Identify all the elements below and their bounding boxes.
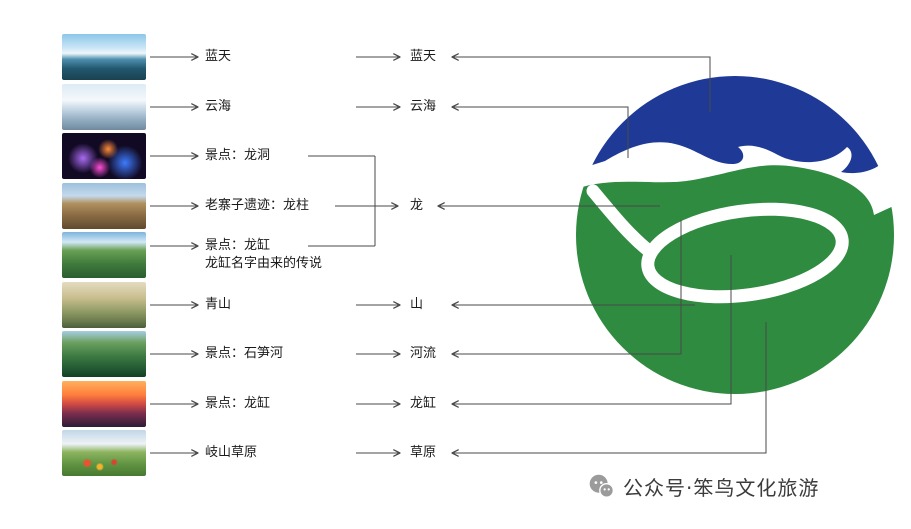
photo-shisun-river <box>62 331 146 377</box>
wechat-account-label: 公众号·笨鸟文化旅游 <box>623 476 820 500</box>
logo-element-blue-sky: 蓝天 <box>410 49 437 64</box>
caption-longgang-legend-note: 龙缸名字由来的传说 <box>205 256 323 271</box>
logo-green-dragon-body <box>576 165 894 394</box>
photo-dragon-cave <box>62 133 146 179</box>
photo-blue-sky-lake <box>62 34 146 80</box>
photo-old-stockade-ruins <box>62 183 146 229</box>
photo-longgang-sunset <box>62 381 146 427</box>
caption-longgang-spot-2: 景点：龙缸 <box>205 396 271 411</box>
caption-longgang-spot-line: 景点：龙缸 <box>205 238 271 253</box>
logo-element-dragon: 龙 <box>410 198 424 213</box>
logo-element-grassland: 草原 <box>410 445 437 460</box>
dragon-circle-logo <box>576 76 894 394</box>
caption-shisun-river-spot: 景点：石笋河 <box>205 346 284 361</box>
caption-qishan-grassland: 岐山草原 <box>205 445 258 460</box>
caption-longgang-spot: 景点：龙缸 龙缸名字由来的传说 <box>205 237 322 273</box>
caption-dragon-cave-spot: 景点：龙洞 <box>205 148 271 163</box>
caption-dragon-pillar-ruins: 老寨子遗迹：龙柱 <box>205 198 310 213</box>
photo-longgang-cliffs <box>62 232 146 278</box>
caption-cloud-sea: 云海 <box>205 99 232 114</box>
caption-blue-sky: 蓝天 <box>205 49 232 64</box>
logo-element-longgang: 龙缸 <box>410 396 437 411</box>
dragon-bracket <box>308 155 376 247</box>
caption-green-mountains: 青山 <box>205 297 232 312</box>
logo-element-river: 河流 <box>410 346 437 361</box>
wechat-account-footer: 公众号·笨鸟文化旅游 <box>588 472 819 501</box>
logo-element-mountain: 山 <box>410 297 424 312</box>
photo-qishan-grassland <box>62 430 146 476</box>
wechat-icon <box>589 474 614 498</box>
photo-green-mountains <box>62 282 146 328</box>
logo-element-cloud-sea: 云海 <box>410 99 437 114</box>
photo-cloud-sea <box>62 84 146 130</box>
